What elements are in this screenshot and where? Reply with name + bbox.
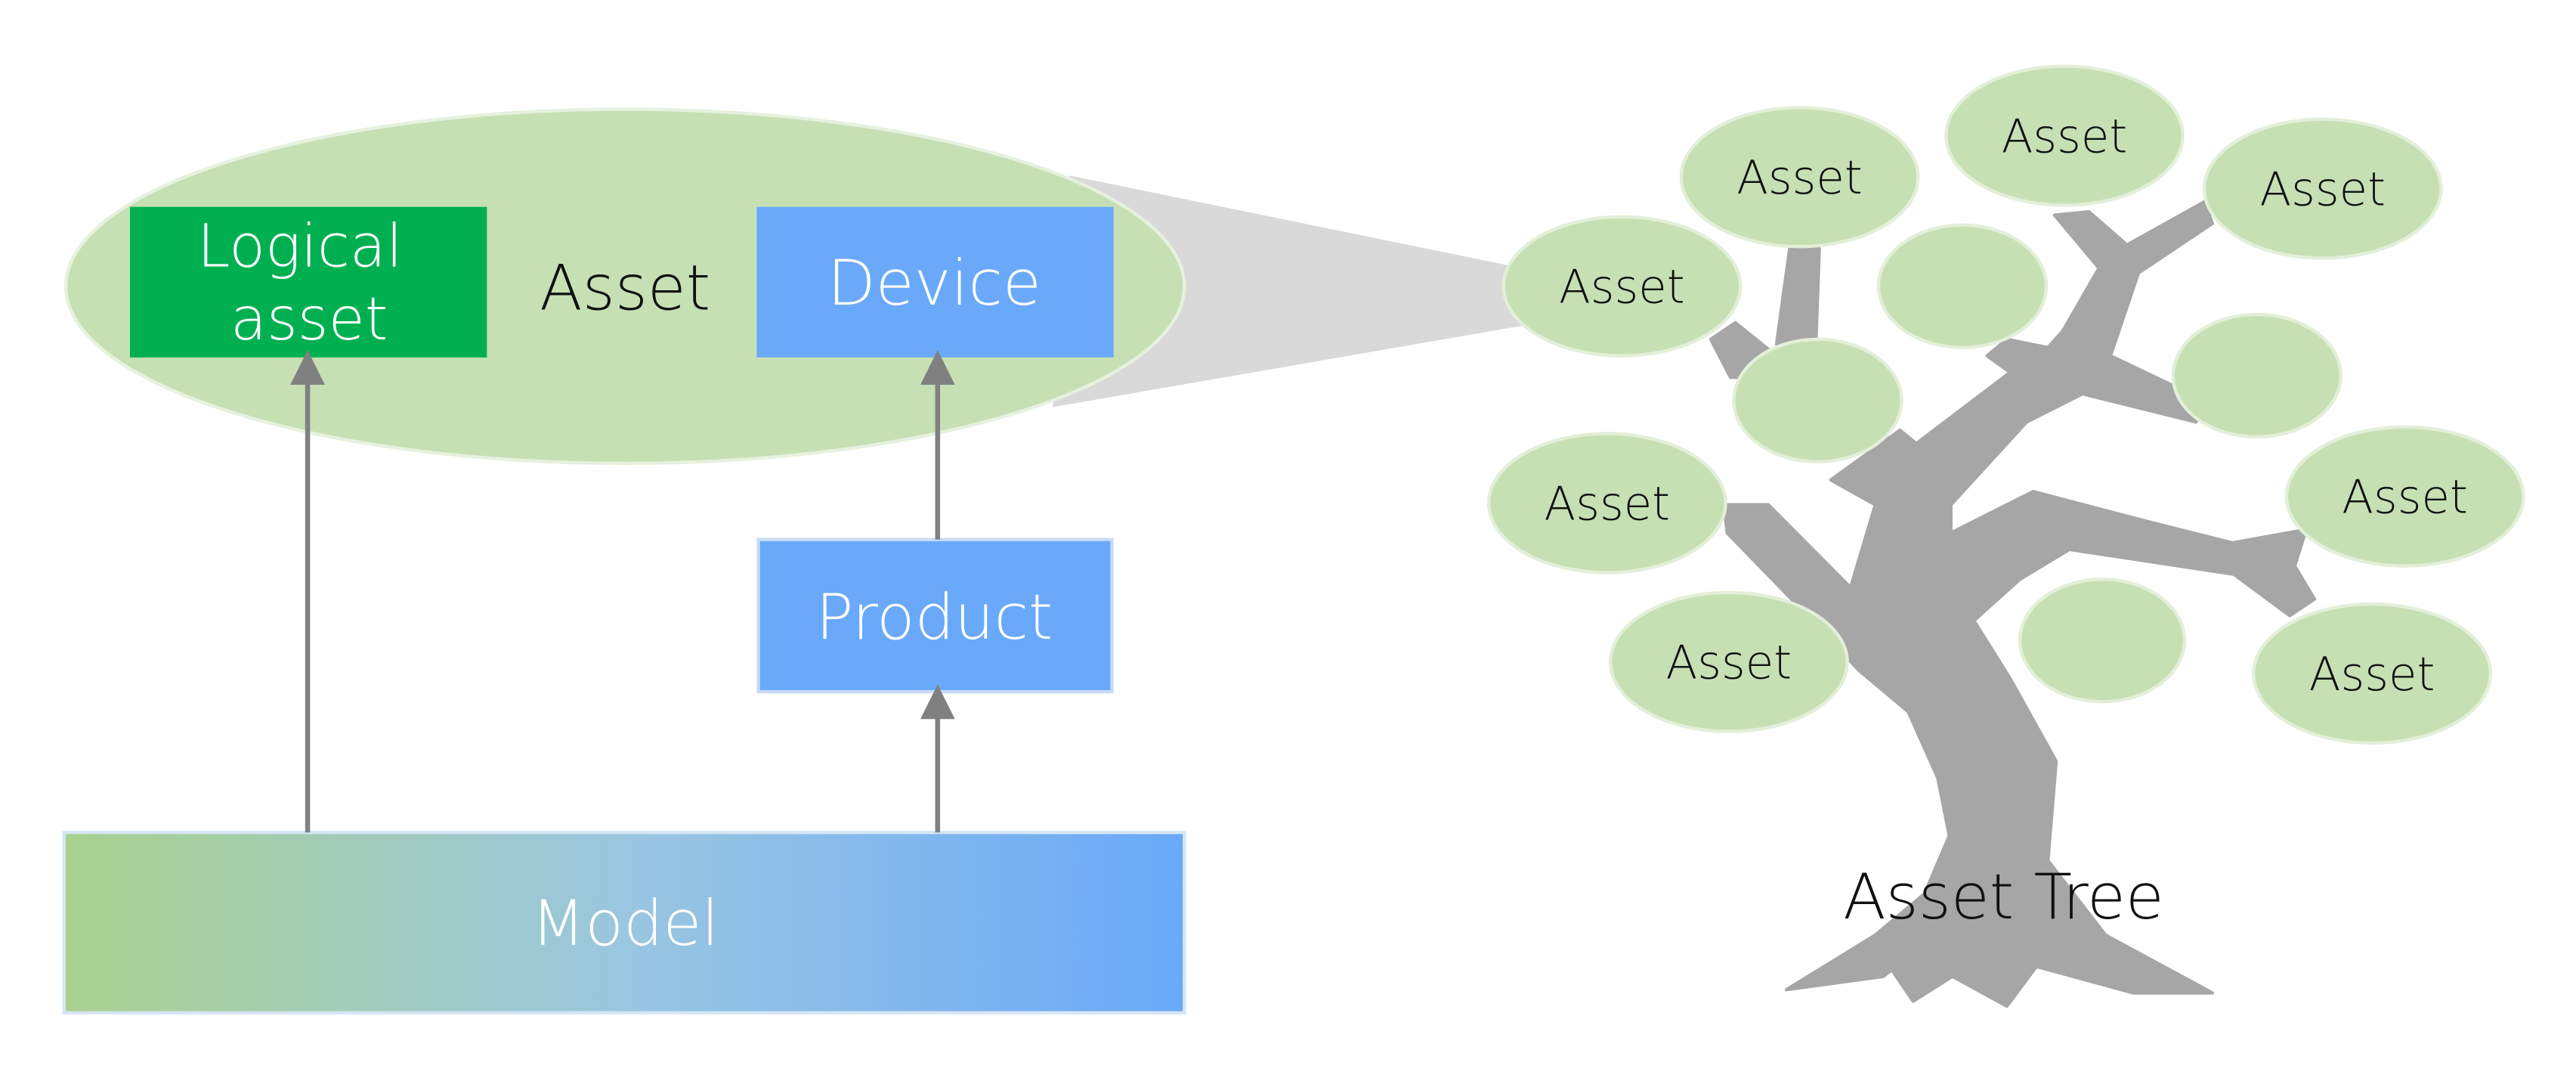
tree-title: Asset Tree [1843,860,2164,934]
tree-node [2171,312,2343,439]
tree-node-label: Asset [2002,110,2128,163]
tree-node: Asset [2252,602,2492,745]
tree-node: Asset [2284,425,2525,568]
tree-node-ellipse [2202,117,2443,260]
tree-node-ellipse [2284,425,2525,568]
asset-group-label: Asset [540,251,710,324]
tree-node-ellipse [2018,578,2187,704]
tree-node-ellipse [1608,590,1849,733]
tree-node-label: Asset [1666,636,1792,689]
tree-node: Asset [1608,590,1849,733]
logical-asset-box: Logical asset [129,206,487,358]
device-box: Device [756,206,1114,358]
asset-group: Asset [63,107,1186,466]
tree-node-ellipse [1679,106,1920,249]
tree-node-ellipse [1486,432,1727,575]
tree-node: Asset [1944,64,2185,207]
tree-node: Asset [2202,117,2443,260]
device-label: Device [827,246,1041,320]
model-label: Model [531,887,719,960]
tree-node-label: Asset [1545,477,1671,531]
tree-node: Asset [1486,432,1727,575]
tree-node [1876,223,2049,349]
tree-node-label: Asset [2309,648,2435,702]
tree-node-label: Asset [1559,260,1685,314]
model-bar: Model [62,831,1186,1015]
tree-node-ellipse [1944,64,2185,207]
tree-node-ellipse [2252,602,2492,745]
logical-asset-label: Logical asset [197,211,422,354]
tree-node-ellipse [1501,215,1743,358]
asset-group-ellipse [63,107,1186,466]
tree-node-ellipse [2171,312,2343,439]
tree-node-ellipse [1732,337,1903,464]
tree-node: Asset [1679,106,1920,249]
product-label: Product [815,581,1053,654]
tree-node [1732,337,1903,464]
tree-node-label: Asset [1736,151,1863,205]
tree-node: Asset [1501,215,1743,358]
product-box: Product [756,537,1114,694]
tree-node-label: Asset [2259,163,2386,216]
tree-node-label: Asset [2342,471,2468,525]
zoom-cone [1053,175,1530,407]
tree-node-ellipse [1876,223,2049,349]
tree-node [2018,578,2187,704]
